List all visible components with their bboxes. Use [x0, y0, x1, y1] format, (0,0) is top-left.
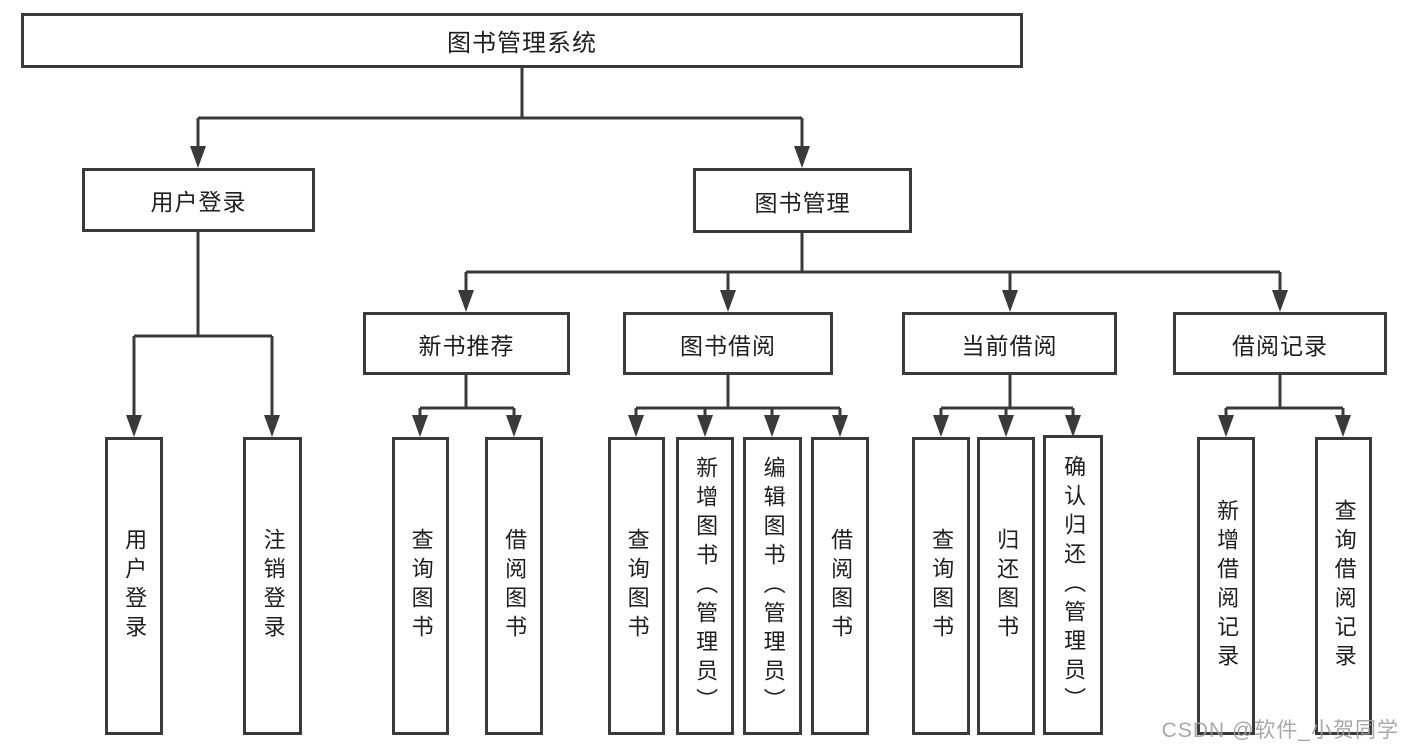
- leaf-borrow-book-recommend: 借阅图书: [485, 437, 543, 735]
- connector-borrow-record-to-leaves: [1218, 375, 1351, 437]
- leaf-query-book-borrow: 查询图书: [608, 437, 665, 735]
- arrowhead-icon: [1065, 415, 1081, 437]
- node-label: 当前借阅: [961, 332, 1058, 359]
- leaf-user-login: 用户登录: [105, 437, 163, 735]
- node-label: 查询图书: [929, 528, 955, 644]
- leaf-add-book-admin: 新增图书（管理员）: [676, 437, 734, 735]
- connector-line: [464, 233, 1282, 292]
- node-label: 查询借阅记录: [1331, 499, 1357, 673]
- leaf-borrow-book: 借阅图书: [811, 437, 869, 735]
- leaf-add-borrow-record: 新增借阅记录: [1197, 437, 1255, 735]
- arrowhead-icon: [1218, 415, 1234, 437]
- node-label: 新增借阅记录: [1214, 499, 1240, 673]
- arrowhead-icon: [264, 415, 280, 437]
- arrowhead-icon: [1335, 415, 1351, 437]
- arrowhead-icon: [720, 290, 736, 312]
- connector-book-management-to-level3: [458, 233, 1288, 312]
- connector-new-book-to-leaves: [412, 375, 522, 437]
- arrowhead-icon: [933, 415, 949, 437]
- watermark: CSDN @软件_小贺同学: [1161, 719, 1399, 742]
- arrowhead-icon: [1272, 290, 1288, 312]
- node-label: 借阅记录: [1232, 332, 1328, 359]
- node-label: 新增图书（管理员）: [693, 455, 719, 717]
- leaf-query-borrow-record: 查询借阅记录: [1315, 437, 1372, 735]
- node-label: 图书管理: [754, 189, 851, 216]
- connector-current-borrow-to-leaves: [933, 375, 1081, 437]
- node-new-book-recommend: 新书推荐: [363, 312, 570, 375]
- connector-book-borrow-to-leaves: [628, 375, 848, 437]
- arrowhead-icon: [764, 415, 780, 437]
- connector-line: [132, 232, 274, 417]
- node-label: 用户登录: [150, 189, 247, 215]
- arrowhead-icon: [458, 290, 474, 312]
- arrowhead-icon: [794, 146, 810, 168]
- node-book-borrow: 图书借阅: [623, 312, 833, 375]
- leaf-logout: 注销登录: [243, 437, 302, 735]
- connector-line: [1224, 375, 1345, 417]
- connector-line: [196, 68, 804, 148]
- node-current-borrow: 当前借阅: [902, 312, 1117, 375]
- node-label: 查询图书: [408, 528, 434, 644]
- node-system-root: 图书管理系统: [21, 13, 1023, 68]
- node-label: 图书借阅: [680, 332, 776, 359]
- leaf-confirm-return-admin: 确认归还（管理员）: [1043, 435, 1103, 735]
- arrowhead-icon: [1002, 290, 1018, 312]
- arrowhead-icon: [126, 415, 142, 437]
- node-borrow-record: 借阅记录: [1173, 312, 1387, 375]
- arrowhead-icon: [998, 415, 1014, 437]
- arrowhead-icon: [412, 415, 428, 437]
- leaf-query-book-recommend: 查询图书: [392, 437, 449, 735]
- node-label: 查询图书: [624, 528, 650, 644]
- arrowhead-icon: [832, 415, 848, 437]
- arrowhead-icon: [190, 146, 206, 168]
- leaf-edit-book-admin: 编辑图书（管理员）: [743, 437, 802, 735]
- connector-line: [939, 375, 1075, 417]
- connector-line: [418, 375, 516, 417]
- node-label: 注销登录: [260, 528, 286, 644]
- node-label: 借阅图书: [828, 528, 854, 644]
- node-label: 确认归还（管理员）: [1061, 454, 1087, 716]
- arrowhead-icon: [628, 415, 644, 437]
- node-label: 新书推荐: [418, 332, 515, 359]
- arrowhead-icon: [697, 415, 713, 437]
- arrowhead-icon: [506, 415, 522, 437]
- node-book-management: 图书管理: [693, 168, 912, 233]
- node-user-login: 用户登录: [82, 168, 315, 232]
- node-label: 图书管理系统: [447, 30, 597, 57]
- node-label: 编辑图书（管理员）: [760, 455, 786, 717]
- node-label: 借阅图书: [502, 528, 528, 644]
- connector-user-login-to-leaves: [126, 232, 280, 437]
- leaf-return-book: 归还图书: [977, 437, 1035, 735]
- connector-root-to-level2: [190, 68, 810, 168]
- connector-line: [634, 375, 842, 417]
- node-label: 用户登录: [122, 528, 148, 644]
- node-label: 归还图书: [994, 528, 1020, 644]
- leaf-query-book-current: 查询图书: [912, 437, 970, 735]
